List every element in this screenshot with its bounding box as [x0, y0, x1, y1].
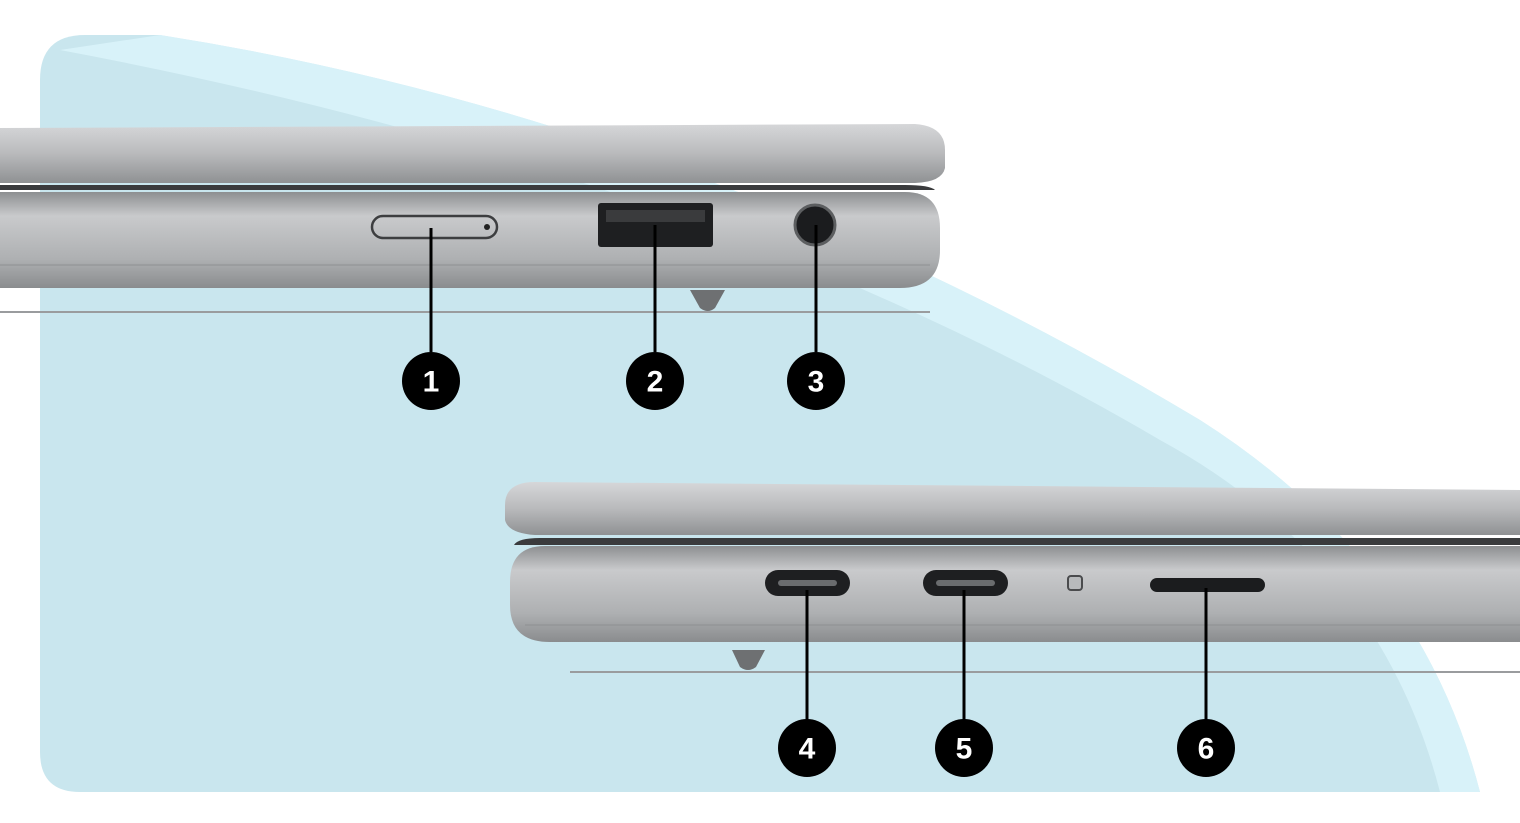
callout-3: 3: [787, 225, 845, 410]
callout-4: 4: [778, 590, 836, 777]
status-led: [1067, 575, 1083, 591]
sim-card-slot: [370, 214, 499, 240]
callout-5: 5: [935, 590, 993, 777]
svg-text:1: 1: [423, 366, 440, 399]
laptop-left-side: [0, 124, 945, 313]
svg-text:6: 6: [1198, 733, 1215, 766]
laptop-right-side: [505, 482, 1520, 673]
callout-6: 6: [1177, 588, 1235, 777]
svg-text:5: 5: [956, 733, 973, 766]
sd-card-slot: [1150, 578, 1265, 592]
callout-2: 2: [626, 225, 684, 410]
svg-text:3: 3: [808, 366, 825, 399]
callout-1: 1: [402, 228, 460, 410]
svg-text:2: 2: [647, 366, 664, 399]
svg-text:4: 4: [799, 733, 816, 766]
